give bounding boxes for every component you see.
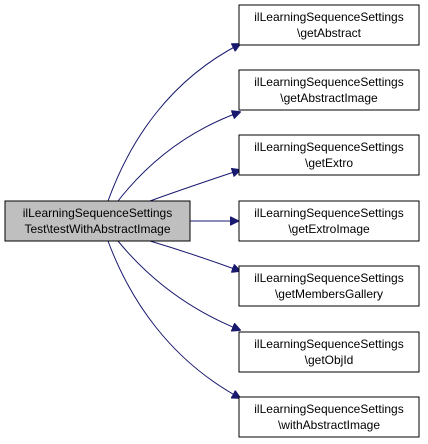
target-node-line1: ilLearningSequenceSettings [254, 271, 403, 285]
target-node-getAbstract[interactable]: ilLearningSequenceSettings \getAbstract [238, 4, 420, 46]
target-node-line2: \withAbstractImage [278, 418, 380, 432]
target-node-getExtroImage[interactable]: ilLearningSequenceSettings \getExtroImag… [238, 200, 420, 242]
target-node-box [238, 396, 420, 438]
target-node-getMembersGallery[interactable]: ilLearningSequenceSettings \getMembersGa… [238, 265, 420, 307]
target-node-line2: \getMembersGallery [275, 287, 383, 301]
edge-to-getMembersGallery [149, 240, 240, 271]
edge-to-getAbstractImage [117, 112, 240, 202]
source-node-line2: Test\testWithAbstractImage [24, 222, 170, 236]
target-node-box [238, 134, 420, 176]
target-node-box [238, 69, 420, 111]
target-node-box [238, 265, 420, 307]
target-node-getAbstractImage[interactable]: ilLearningSequenceSettings \getAbstractI… [238, 69, 420, 111]
edge-to-getExtro [149, 170, 240, 202]
target-node-line1: ilLearningSequenceSettings [254, 206, 403, 220]
target-node-line1: ilLearningSequenceSettings [254, 140, 403, 154]
target-node-getExtro[interactable]: ilLearningSequenceSettings \getExtro [238, 134, 420, 176]
target-node-line2: \getExtro [305, 156, 353, 170]
source-node-line1: ilLearningSequenceSettings [23, 206, 172, 220]
target-node-line2: \getObjId [305, 353, 354, 367]
target-node-line1: ilLearningSequenceSettings [254, 10, 403, 24]
target-node-line1: ilLearningSequenceSettings [254, 75, 403, 89]
edge-to-withAbstractImage [107, 240, 240, 398]
edges [107, 44, 240, 398]
target-node-line2: \getAbstractImage [280, 91, 378, 105]
source-node[interactable]: ilLearningSequenceSettings Test\testWith… [4, 200, 191, 242]
target-node-line2: \getAbstract [297, 26, 362, 40]
target-node-withAbstractImage[interactable]: ilLearningSequenceSettings \withAbstract… [238, 396, 420, 438]
target-node-line1: ilLearningSequenceSettings [254, 337, 403, 351]
target-node-getObjId[interactable]: ilLearningSequenceSettings \getObjId [238, 331, 420, 373]
source-node-box [4, 200, 191, 242]
target-node-box [238, 331, 420, 373]
target-node-line1: ilLearningSequenceSettings [254, 402, 403, 416]
edge-to-getObjId [117, 240, 240, 330]
target-node-line2: \getExtroImage [288, 222, 370, 236]
edge-to-getAbstract [107, 44, 240, 202]
target-node-box [238, 200, 420, 242]
target-node-box [238, 4, 420, 46]
